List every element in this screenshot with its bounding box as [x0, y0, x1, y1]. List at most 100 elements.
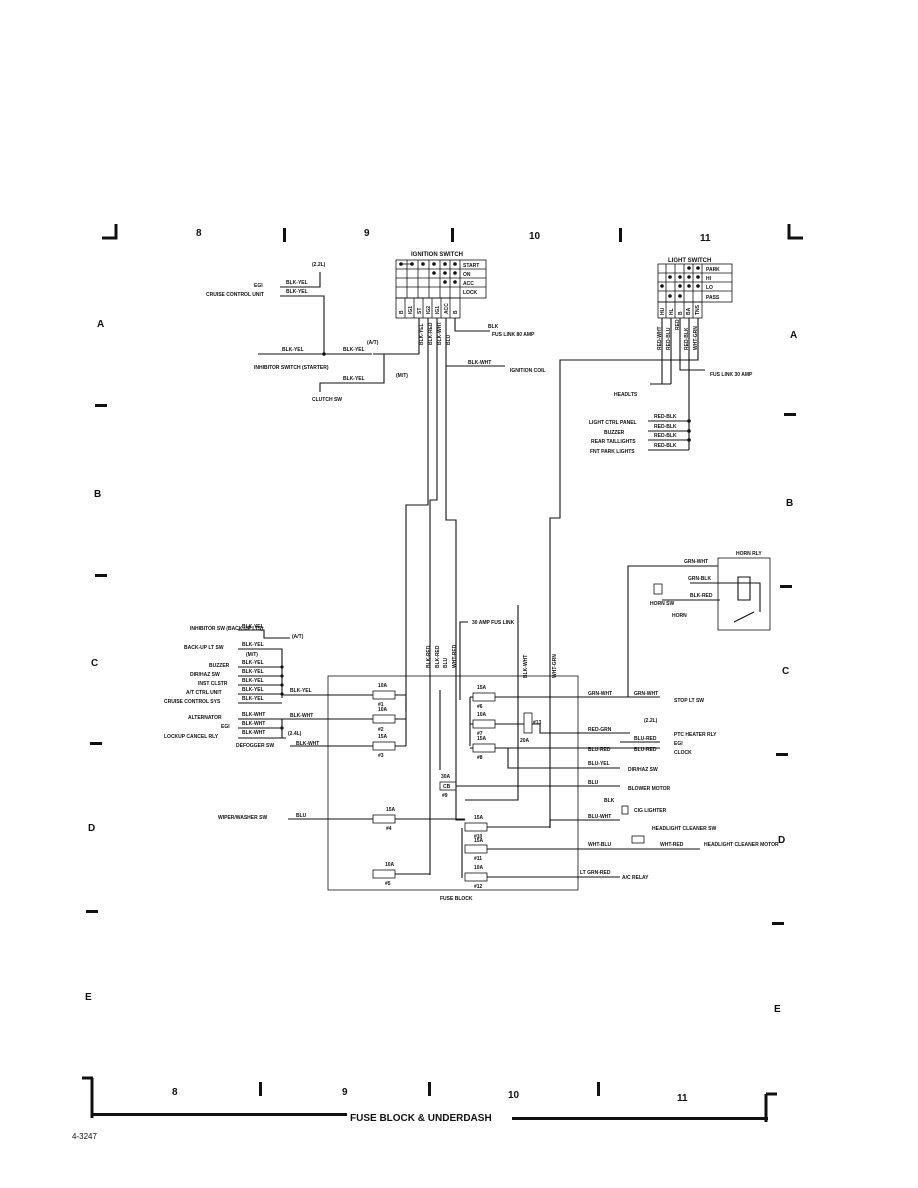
col-label-top: 8 — [196, 228, 202, 239]
left-load-wire: BLK-WHT — [242, 730, 265, 736]
fuse: 10A#2 — [372, 707, 396, 733]
right-load-wire: BLU-WHT — [588, 814, 611, 820]
left-load-wire: BLK-WHT — [242, 712, 265, 718]
horn-relay-label: HORN RLY — [736, 551, 762, 557]
svg-text:#9: #9 — [442, 793, 448, 799]
right-load: PTC HEATER RLY — [674, 732, 717, 738]
note-at: (A/T) — [292, 634, 304, 640]
feed-wire: GRN-WHT — [588, 691, 612, 697]
left-load: DIR/HAZ SW — [190, 672, 220, 678]
headlts: HEADLTS — [614, 392, 638, 398]
svg-text:#7: #7 — [477, 731, 483, 737]
footer: FUSE BLOCK & UNDERDASH 4-3247 — [72, 1113, 768, 1141]
ls-wire: RED-BLK — [684, 327, 690, 350]
fus-link-30: FUS LINK 30 AMP — [710, 372, 753, 378]
left-load-wire: BLK-WHT — [296, 741, 319, 747]
fus-link-80: FUS LINK 80 AMP — [492, 332, 535, 338]
ls-pos: HI — [706, 276, 712, 282]
ls-terminal: TNS — [695, 304, 701, 315]
col-label-top: 9 — [364, 228, 370, 239]
row-label-right: B — [786, 498, 793, 509]
note-mt: (M/T) — [396, 373, 408, 379]
grid-labels: 8 9 10 11 8 9 10 11 A B C D E A B C D E — [85, 228, 797, 1104]
ls-wire: RED-WHT — [657, 326, 663, 350]
svg-text:CB: CB — [443, 784, 451, 790]
ignition-switch: IGNITION SWITCH START ON ACC LOCK B IG1 … — [373, 252, 546, 712]
ls-load: BUZZER — [604, 430, 625, 436]
ls-terminal: B — [678, 311, 684, 315]
horn-label: HORN — [672, 613, 687, 619]
fuse: 15A#6 — [472, 685, 496, 710]
light-switch: LIGHT SWITCH PARK HI LO PASS HU HL B BA … — [549, 258, 753, 828]
cig-ground: BLK — [604, 798, 615, 804]
left-load-wire: BLU — [296, 813, 307, 819]
ls-load-wire: RED-BLK — [654, 414, 677, 420]
row-label-left: B — [94, 489, 101, 500]
row-label-left: A — [97, 319, 104, 330]
left-load: CRUISE CONTROL SYS — [164, 699, 221, 705]
fuse: 10A#1 — [372, 683, 396, 708]
right-load: A/C RELAY — [622, 875, 649, 881]
ign-pos: LOCK — [463, 290, 478, 296]
ignition-coil-wire: BLK-WHT — [468, 360, 491, 366]
fuse: 15A#3 — [372, 734, 396, 759]
fb-wire: WHT-GRN — [552, 654, 558, 678]
ign-terminal: IG1 — [435, 306, 441, 314]
svg-text:#6: #6 — [477, 704, 483, 710]
fuse: 10A#12 — [464, 865, 488, 890]
ign-terminal: B — [399, 310, 405, 314]
ls-terminal: HU — [660, 307, 666, 315]
col-label-top: 11 — [700, 233, 711, 244]
right-load-wire: BLU-RED — [634, 736, 657, 742]
left-load-wire: BLK-YEL — [242, 669, 264, 675]
note-22l: (2.2L) — [644, 718, 658, 724]
svg-text:#4: #4 — [386, 826, 392, 832]
horn-wire: GRN-WHT — [684, 559, 708, 565]
row-label-left: C — [91, 658, 98, 669]
ls-load: LIGHT CTRL PANEL — [589, 420, 637, 426]
ls-pos: LO — [706, 285, 713, 291]
right-load: EGI — [674, 741, 683, 747]
left-load-wire: BLK-YEL — [242, 696, 264, 702]
right-load-wire: BLU-YEL — [588, 761, 610, 767]
svg-text:#3: #3 — [378, 753, 384, 759]
note-24l: (2.4L) — [288, 731, 302, 737]
fuse: 15A#8 — [472, 736, 496, 761]
left-load: BACK-UP LT SW — [184, 645, 224, 651]
ls-load-wire: RED-BLK — [654, 433, 677, 439]
svg-text:10A: 10A — [477, 712, 487, 718]
fuse: 10A #7 — [472, 712, 496, 737]
col-label-bottom: 11 — [677, 1093, 688, 1104]
row-label-right: D — [778, 835, 785, 846]
left-load: BUZZER — [209, 663, 230, 669]
fuse: 15A#10 — [464, 815, 488, 840]
ign-wire: BLK-YEL — [419, 323, 425, 345]
right-load-wire: BLU-RED — [634, 747, 657, 753]
wire-blk-yel: BLK-YEL — [282, 347, 304, 353]
svg-text:#8: #8 — [477, 755, 483, 761]
note-mt: (M/T) — [246, 652, 258, 658]
svg-text:15A: 15A — [386, 807, 396, 813]
row-label-right: A — [790, 330, 797, 341]
right-load-wire: WHT-BLU — [588, 842, 611, 848]
left-load: DEFOGGER SW — [236, 743, 274, 749]
left-load: ALTERNATOR — [188, 715, 222, 721]
col-label-bottom: 9 — [342, 1087, 348, 1098]
ignition-switch-title: IGNITION SWITCH — [411, 252, 463, 258]
ls-wire: WHT-GRN — [693, 326, 699, 350]
row-label-left: D — [88, 823, 95, 834]
left-load-wire: BLK-YEL — [242, 624, 264, 630]
ign-wire: BLK-RED — [428, 322, 434, 345]
feed-wire: BLK-YEL — [290, 688, 312, 694]
right-load-wire: LT GRN-RED — [580, 870, 611, 876]
ls-load-wire: RED-BLK — [654, 424, 677, 430]
egi-label: EGI — [254, 283, 263, 289]
light-switch-title: LIGHT SWITCH — [668, 258, 711, 264]
left-loads: INHIBITOR SW (BACK-UP LTS) BACK-UP LT SW… — [164, 624, 373, 821]
ign-terminal: ACC — [444, 303, 450, 314]
svg-text:#11: #11 — [474, 856, 482, 862]
svg-text:15A: 15A — [474, 838, 484, 844]
